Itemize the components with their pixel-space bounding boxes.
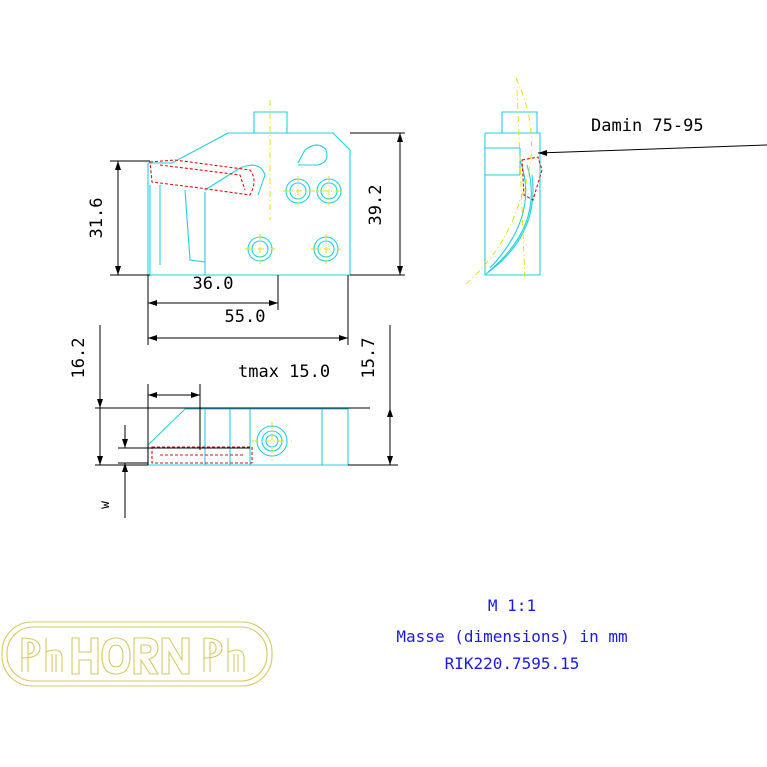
part-number: RIK220.7595.15 [445,654,580,673]
side-view [465,77,543,285]
front-insert [149,159,255,196]
scale-note: M 1:1 [488,596,536,615]
dim-w: w [98,501,113,509]
units-note: Masse (dimensions) in mm [396,627,627,646]
top-dimensions [95,325,398,518]
dim-31-6: 31.6 [87,198,107,239]
front-top-stub [253,111,288,133]
front-body-outline [147,132,351,276]
dim-36-0: 36.0 [193,274,234,294]
dim-39-2: 39.2 [366,185,386,226]
horn-logo [1,621,273,687]
dim-tmax: tmax 15.0 [238,362,330,382]
dim-55-0: 55.0 [225,307,266,327]
dim-16-2: 16.2 [69,338,89,379]
top-insert [151,446,253,464]
dim-15-7: 15.7 [359,338,379,379]
front-dimensions [110,132,405,345]
damin-label: Damin 75-95 [591,116,704,136]
front-view [147,100,351,276]
top-view [147,408,349,466]
damin-callout [537,144,767,156]
